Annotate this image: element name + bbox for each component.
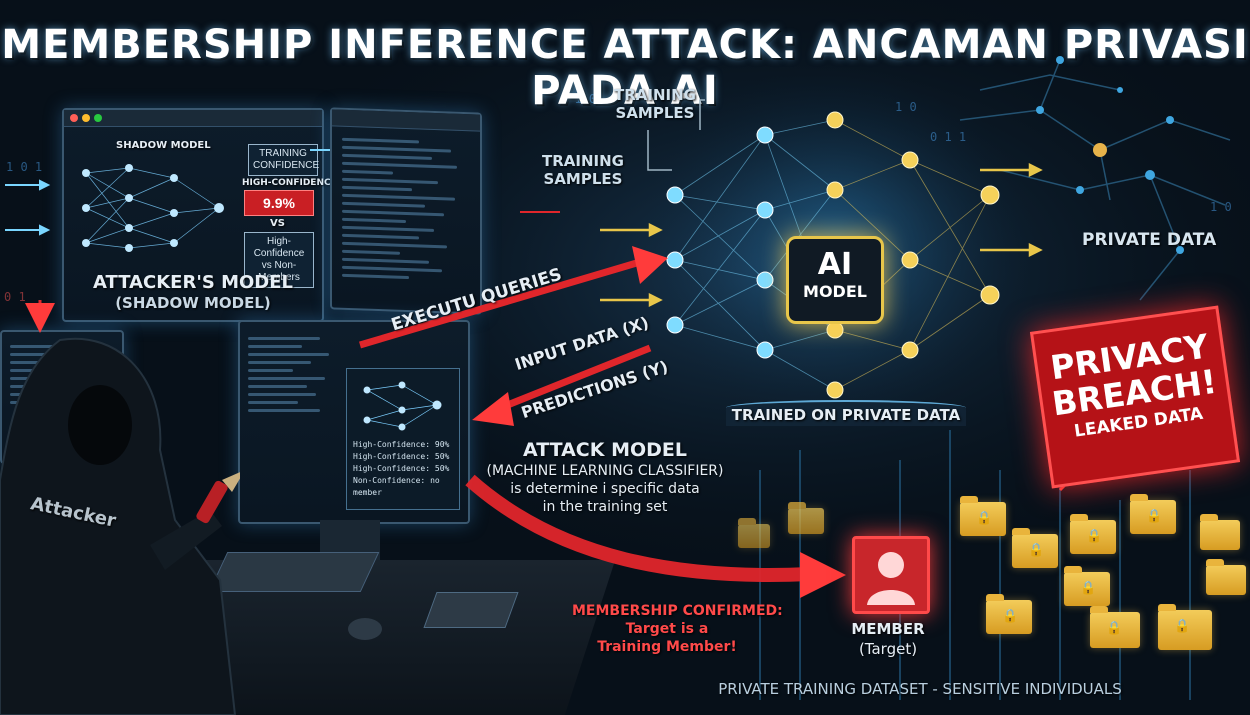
training-samples-label: TRAINING SAMPLES — [614, 86, 696, 122]
monitor-line: Non-Confidence: no member — [353, 476, 440, 497]
lock-icon: 🔒 — [1080, 580, 1097, 595]
lock-icon: 🔒 — [1106, 620, 1123, 635]
yellow-input-arrows — [600, 162, 1043, 308]
maximize-dot-icon — [94, 114, 102, 122]
folder-icon: 🔒 — [1070, 514, 1116, 554]
folder-icon: 🔒 — [1158, 604, 1212, 650]
page-title: MEMBERSHIP INFERENCE ATTACK: ANCAMAN PRI… — [1, 22, 1249, 114]
attack-result-arrow — [465, 474, 811, 582]
member-sublabel: (Target) — [858, 640, 918, 658]
folder-icon — [1206, 559, 1246, 595]
user-silhouette-icon — [867, 552, 915, 605]
non-members-box: High-Confidence vs Non-Members — [244, 232, 314, 288]
attack-model-desc: is determine i specific data — [510, 481, 700, 497]
attack-model-subtitle: (MACHINE LEARNING CLASSIFIER) — [486, 463, 724, 479]
bracket-line — [699, 99, 705, 130]
predictions-arrowhead — [472, 392, 514, 426]
minimize-dot-icon — [82, 114, 90, 122]
code-lines — [248, 332, 338, 417]
monitor-line: High-Confidence: 50% — [353, 452, 450, 461]
lock-icon: 🔒 — [976, 510, 993, 525]
trained-on-private-data-banner: TRAINED ON PRIVATE DATA — [726, 400, 966, 426]
lock-icon: 🔒 — [1174, 618, 1191, 633]
ai-model-box: AI MODEL — [786, 236, 884, 324]
execute-queries-arrow — [359, 258, 641, 349]
monitor-line: High-Confidence: 50% — [353, 464, 450, 473]
attack-model-desc: in the training set — [542, 499, 668, 515]
mini-network-icon — [363, 381, 442, 431]
folder-icon: 🔒 — [1130, 494, 1176, 534]
dataset-caption: PRIVATE TRAINING DATASET - SENSITIVE IND… — [718, 680, 1122, 698]
bracket-line — [647, 130, 672, 171]
vs-label: VS — [270, 218, 285, 229]
monitor-panel: High-Confidence: 90% High-Confidence: 50… — [346, 368, 460, 510]
hooded-attacker-icon — [0, 337, 240, 715]
binary-text: 0 1 0 — [560, 92, 597, 106]
member-target-box — [852, 536, 930, 614]
attack-model-title: ATTACK MODEL — [522, 439, 687, 461]
training-samples-label: TRAINING SAMPLES — [542, 152, 624, 188]
member-label: MEMBER — [851, 620, 925, 638]
execute-queries-arrowhead — [632, 246, 668, 284]
predictions-arrow — [498, 344, 652, 412]
close-dot-icon — [70, 114, 78, 122]
mouse — [348, 618, 382, 640]
binary-text: 1 0 1 — [6, 160, 43, 174]
attack-model-block: ATTACK MODEL (MACHINE LEARNING CLASSIFIE… — [470, 438, 740, 516]
folder-icon: 🔒 — [960, 496, 1006, 536]
shadow-network-icon — [82, 164, 224, 252]
lock-icon: 🔒 — [1086, 528, 1103, 543]
membership-confirmed-line: Target is a — [625, 621, 709, 637]
high-confidence-label: HIGH-CONFIDENCE — [242, 178, 337, 188]
lock-icon: 🔒 — [1002, 608, 1019, 623]
private-data-label: PRIVATE DATA — [1082, 230, 1217, 250]
binary-text: 1 0 — [1210, 200, 1232, 214]
folder-icon: 🔒 — [1090, 606, 1140, 648]
folder-icon — [788, 502, 824, 534]
binary-text: 0 1 — [4, 290, 26, 304]
membership-confirmed-block: MEMBERSHIP CONFIRMED: Target is a Traini… — [572, 602, 783, 656]
folder-icon — [1200, 514, 1240, 550]
confidence-value-box: 9.9% — [244, 190, 314, 216]
membership-confirmed-line: Training Member! — [597, 639, 737, 655]
monitor-line: High-Confidence: 90% — [353, 440, 450, 449]
binary-text: 0 1 1 — [930, 130, 967, 144]
attack-result-arrowhead — [800, 552, 846, 598]
folder-icon: 🔒 — [1064, 566, 1110, 606]
ai-model-subtitle: MODEL — [803, 282, 867, 301]
window-titlebar — [64, 110, 322, 127]
privacy-breach-sign: PRIVACY BREACH! LEAKED DATA — [1029, 305, 1241, 489]
attackers-model-label: ATTACKER'S MODEL — [92, 272, 293, 293]
shadow-model-header: SHADOW MODEL — [116, 140, 211, 151]
blue-side-arrows — [5, 149, 330, 236]
attackers-model-sublabel: (SHADOW MODEL) — [115, 294, 271, 312]
lock-icon: 🔒 — [1028, 542, 1045, 557]
membership-confirmed-title: MEMBERSHIP CONFIRMED: — [572, 603, 783, 619]
folder-icon: 🔒 — [986, 594, 1032, 634]
shadow-model-window: SHADOW MODEL TRAINING CONFIDENCE HIGH-CO… — [62, 108, 337, 322]
circuit-nodes — [1036, 56, 1184, 254]
folder-icon — [738, 518, 770, 548]
folder-icon: 🔒 — [1012, 528, 1058, 568]
lock-icon: 🔒 — [1146, 508, 1163, 523]
training-confidence-box: TRAINING CONFIDENCE — [248, 144, 319, 176]
monitor-output: High-Confidence: 90% High-Confidence: 50… — [353, 439, 459, 499]
ai-model-title: AI — [817, 247, 853, 282]
binary-text: 1 0 — [895, 100, 917, 114]
